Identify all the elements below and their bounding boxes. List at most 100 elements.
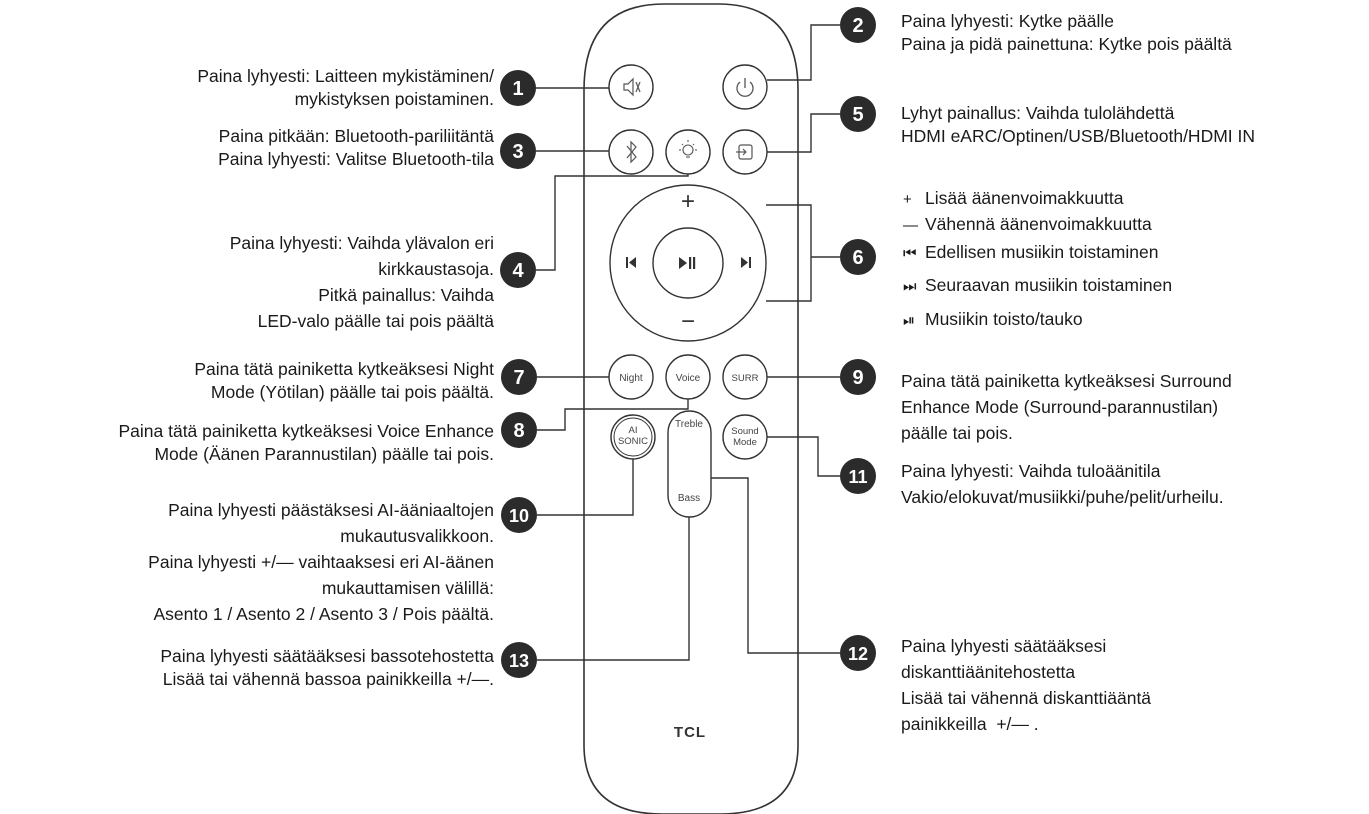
callout-line: Paina lyhyesti: Valitse Bluetooth-tila (218, 149, 494, 169)
bluetooth-button[interactable] (608, 129, 654, 175)
voice-button[interactable]: Voice (665, 354, 711, 400)
callout-line: painikkeilla +/— . (901, 714, 1039, 734)
brand-logo: TCL (674, 724, 706, 741)
mute-button[interactable] (608, 64, 654, 110)
svg-text:4: 4 (512, 260, 524, 282)
power-button[interactable] (722, 64, 768, 110)
bass-label: Bass (678, 493, 700, 504)
night-button[interactable]: Night (608, 354, 654, 400)
svg-text:6: 6 (852, 247, 863, 269)
leader-lines (536, 24, 840, 661)
lightbulb-icon (679, 140, 697, 158)
svg-text:AI: AI (629, 425, 638, 436)
callout-line: Paina lyhyesti säätääksesi bassotehostet… (160, 646, 494, 666)
svg-text:13: 13 (509, 651, 529, 671)
callout-line: mukautusvalikkoon. (340, 526, 494, 546)
callout-line: Asento 1 / Asento 2 / Asento 3 / Pois pä… (153, 604, 494, 624)
callout-1-text: Paina lyhyesti: Laitteen mykistäminen/my… (197, 65, 494, 111)
play-pause-icon (679, 257, 696, 269)
callout-badge-6: 6 (840, 239, 876, 275)
callout-line: LED-valo päälle tai pois päältä (257, 311, 494, 331)
callout-line: Paina tätä painiketta kytkeäksesi Night (194, 359, 494, 379)
svg-text:3: 3 (512, 141, 523, 163)
callout-line: Vakio/elokuvat/musiikki/puhe/pelit/urhei… (901, 487, 1224, 507)
callout-13-text: Paina lyhyesti säätääksesi bassotehostet… (160, 645, 494, 691)
callout-badge-8: 8 (501, 412, 537, 448)
callout-line: Paina lyhyesti: Laitteen mykistäminen/ (197, 66, 494, 86)
input-source-icon (736, 144, 753, 160)
ai-sonic-button[interactable]: AI SONIC (610, 414, 656, 460)
callout-line: Paina tätä painiketta kytkeäksesi Surrou… (901, 371, 1232, 391)
svg-text:7: 7 (513, 367, 524, 389)
plus-icon: + (903, 191, 912, 208)
callout-badge-5: 5 (840, 96, 876, 132)
callout-line: Paina lyhyesti: Vaihda ylävalon eri (229, 233, 494, 253)
svg-text:12: 12 (848, 644, 868, 664)
volume-down-button[interactable]: − (681, 308, 695, 335)
callout-badge-3: 3 (500, 133, 536, 169)
callout-badge-11: 11 (840, 458, 876, 494)
sound-mode-button[interactable]: Sound Mode (722, 414, 768, 460)
svg-text:9: 9 (852, 367, 863, 389)
svg-text:5: 5 (852, 104, 863, 126)
svg-text:SURR: SURR (732, 373, 759, 384)
callout-line: Paina lyhyesti: Kytke päälle (901, 11, 1115, 31)
callout-9-text: Paina tätä painiketta kytkeäksesi Surrou… (901, 368, 1232, 446)
next-track-icon[interactable] (741, 257, 751, 268)
svg-text:11: 11 (848, 467, 867, 487)
callout-line: Paina pitkään: Bluetooth-pariliitäntä (218, 126, 494, 146)
svg-text:10: 10 (509, 506, 529, 526)
legend-text: Musiikin toisto/tauko (925, 309, 1083, 329)
legend-text: Edellisen musiikin toistaminen (925, 242, 1159, 262)
callout-line: HDMI eARC/Optinen/USB/Bluetooth/HDMI IN (901, 126, 1256, 146)
svg-text:2: 2 (852, 15, 863, 37)
bluetooth-icon (626, 140, 637, 164)
treble-label: Treble (675, 419, 703, 430)
legend-text: Seuraavan musiikin toistaminen (925, 275, 1173, 295)
minus-icon: — (903, 217, 918, 234)
next-icon: ⏭ (903, 278, 917, 295)
treble-bass-rocker[interactable]: Treble Bass (667, 410, 712, 518)
svg-text:Sound: Sound (731, 426, 758, 437)
callout-line: päälle tai pois. (901, 423, 1013, 443)
playback-dpad: + − (609, 184, 767, 342)
play-pause-icon: ⏯ (903, 312, 916, 329)
callout-badge-13: 13 (501, 642, 537, 678)
callout-line: mukauttamisen välillä: (321, 578, 494, 598)
volume-up-button[interactable]: + (681, 188, 695, 215)
surr-button[interactable]: SURR (722, 354, 768, 400)
callout-line: Paina lyhyesti päästäksesi AI-ääniaaltoj… (168, 500, 494, 520)
legend-row: +Lisää äänenvoimakkuutta (903, 187, 1123, 211)
play-pause-button[interactable] (652, 227, 724, 299)
legend-row: —Vähennä äänenvoimakkuutta (903, 213, 1152, 237)
mute-icon (623, 77, 641, 97)
callout-badge-7: 7 (501, 359, 537, 395)
callout-line: Mode (Äänen Parannustilan) päälle tai po… (154, 444, 494, 464)
callout-line: Lyhyt painallus: Vaihda tulolähdettä (901, 103, 1175, 123)
svg-text:8: 8 (513, 420, 524, 442)
previous-track-icon[interactable] (626, 257, 636, 268)
callout-badge-2: 2 (840, 7, 876, 43)
callout-badge-12: 12 (840, 635, 876, 671)
callout-10-text: Paina lyhyesti päästäksesi AI-ääniaaltoj… (148, 497, 494, 627)
callout-line: Mode (Yötilan) päälle tai pois päältä. (210, 382, 494, 402)
callout-line: Lisää tai vähennä bassoa painikkeilla +/… (162, 669, 494, 689)
power-icon (736, 78, 754, 97)
callout-line: kirkkaustasoja. (378, 259, 494, 279)
callout-line: Enhance Mode (Surround-parannustilan) (901, 397, 1219, 417)
callout-badge-4: 4 (500, 252, 536, 288)
callout-line: mykistyksen poistaminen. (294, 89, 494, 109)
callout-line: Pitkä painallus: Vaihda (318, 285, 494, 305)
callout-line: Paina lyhyesti +/— vaihtaaksesi eri AI-ä… (148, 552, 494, 572)
input-button[interactable] (722, 129, 768, 175)
remote-body (583, 3, 799, 814)
light-button[interactable] (665, 129, 711, 175)
callout-8-text: Paina tätä painiketta kytkeäksesi Voice … (118, 420, 494, 466)
svg-text:1: 1 (512, 78, 523, 100)
